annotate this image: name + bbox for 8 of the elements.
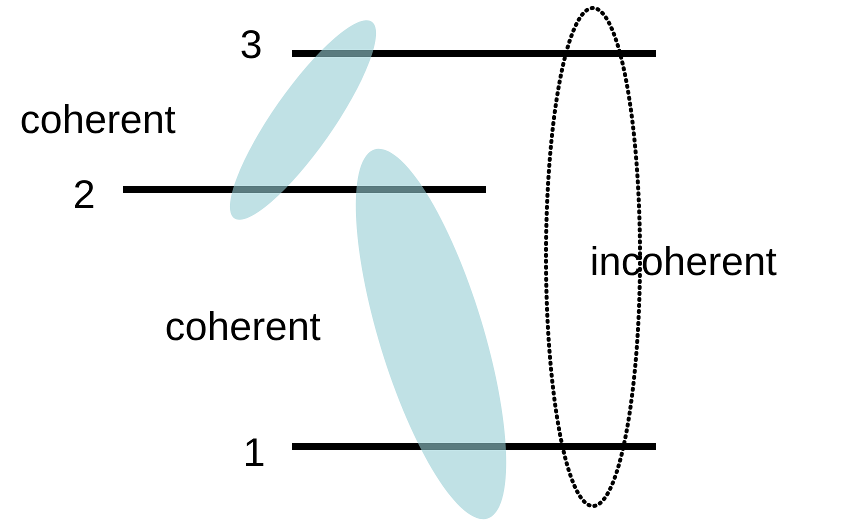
- coherence-ellipse: [230, 20, 376, 220]
- coherence-ellipse: [356, 149, 506, 519]
- coherence-label: incoherent: [590, 239, 777, 285]
- level-number: 2: [73, 172, 96, 218]
- level-number: 1: [243, 430, 266, 476]
- coherence-label: coherent: [20, 97, 176, 143]
- level-number: 3: [240, 22, 262, 68]
- coherence-label: coherent: [165, 304, 321, 350]
